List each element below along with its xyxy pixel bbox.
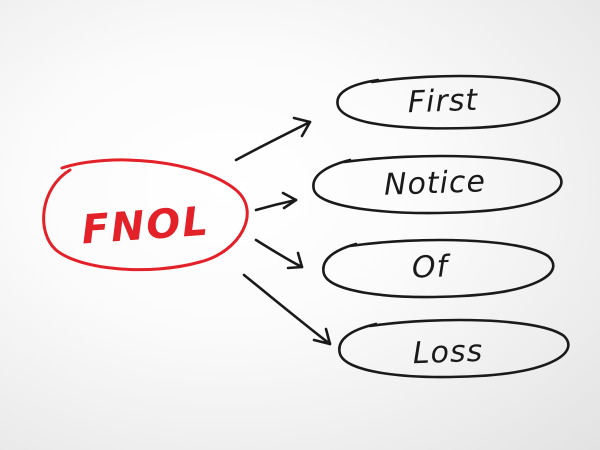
acronym-group: FNOL (42, 158, 249, 272)
arrow-notice (254, 191, 298, 212)
word-ellipse (322, 238, 555, 299)
arrow-first (234, 116, 312, 162)
acronym-ellipse (42, 158, 249, 272)
word-ellipse (312, 154, 563, 215)
word-ellipse (336, 74, 561, 130)
word-text: First (407, 83, 479, 120)
word-text: Of (411, 249, 452, 285)
acronym-text: FNOL (80, 199, 211, 254)
word-notice-group: Notice (312, 154, 563, 215)
arrow-loss (242, 273, 332, 346)
word-text: Loss (412, 334, 484, 371)
word-ellipse (338, 318, 570, 379)
word-first-group: First (336, 74, 561, 130)
word-loss-group: Loss (338, 318, 570, 379)
arrow-of (254, 238, 304, 270)
arrows (234, 116, 332, 346)
word-text: Notice (383, 164, 486, 203)
word-of-group: Of (322, 238, 555, 299)
